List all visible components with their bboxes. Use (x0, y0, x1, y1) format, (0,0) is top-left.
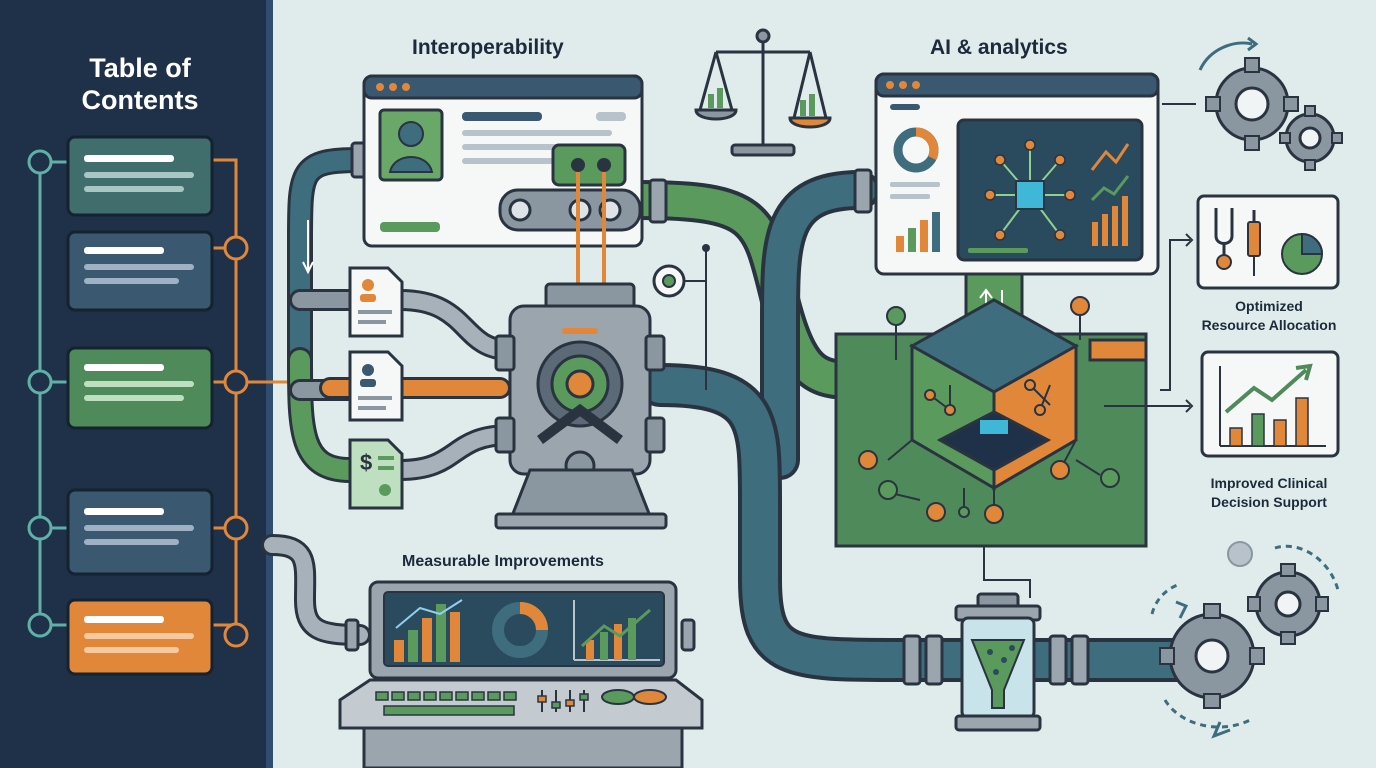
gears-icon-top (1198, 36, 1343, 171)
clinical-decision-label-line1: Improved Clinical (1210, 475, 1328, 491)
ai-processing-hub (834, 296, 1148, 548)
toc-card-2[interactable] (66, 230, 214, 312)
resource-allocation-label-line2: Resource Allocation (1201, 317, 1337, 333)
toc-card-1[interactable] (66, 135, 214, 217)
processing-machine (494, 282, 668, 530)
clinical-decision-label: Improved Clinical Decision Support (1184, 474, 1354, 512)
pipes (261, 147, 1202, 682)
toc-title: Table of Contents (40, 52, 240, 116)
clinical-decision-card (1200, 350, 1340, 458)
measurable-improvements-console (338, 580, 704, 768)
gears-icon-bottom (1150, 541, 1340, 739)
toc-title-line2: Contents (81, 85, 199, 115)
toc-title-line1: Table of (89, 53, 191, 83)
clinical-decision-label-line2: Decision Support (1211, 494, 1327, 510)
toc-card-3[interactable] (66, 346, 214, 430)
toc-nodes (27, 149, 249, 648)
ai-analytics-window (874, 72, 1160, 276)
flow-arrow-down (302, 220, 314, 275)
toc-card-4[interactable] (66, 488, 214, 576)
interop-connector (498, 143, 642, 290)
resource-allocation-card (1196, 194, 1340, 290)
filter-chamber (954, 592, 1042, 732)
interoperability-label: Interoperability (412, 36, 564, 59)
resource-allocation-label-line1: Optimized (1235, 298, 1303, 314)
patient-record-icon-2 (348, 350, 404, 422)
outcome-connectors (983, 103, 1196, 598)
scales-icon (694, 28, 832, 157)
resource-allocation-label: Optimized Resource Allocation (1184, 297, 1354, 335)
measurable-improvements-label: Measurable Improvements (402, 553, 604, 570)
svg-text:$: $ (360, 450, 372, 475)
gauge-icon (652, 244, 710, 390)
billing-document-icon: $ (348, 438, 404, 510)
patient-record-icon-1 (348, 266, 404, 338)
sidebar-edge (266, 0, 273, 768)
ai-analytics-label: AI & analytics (930, 36, 1068, 59)
toc-card-5[interactable] (66, 598, 214, 676)
